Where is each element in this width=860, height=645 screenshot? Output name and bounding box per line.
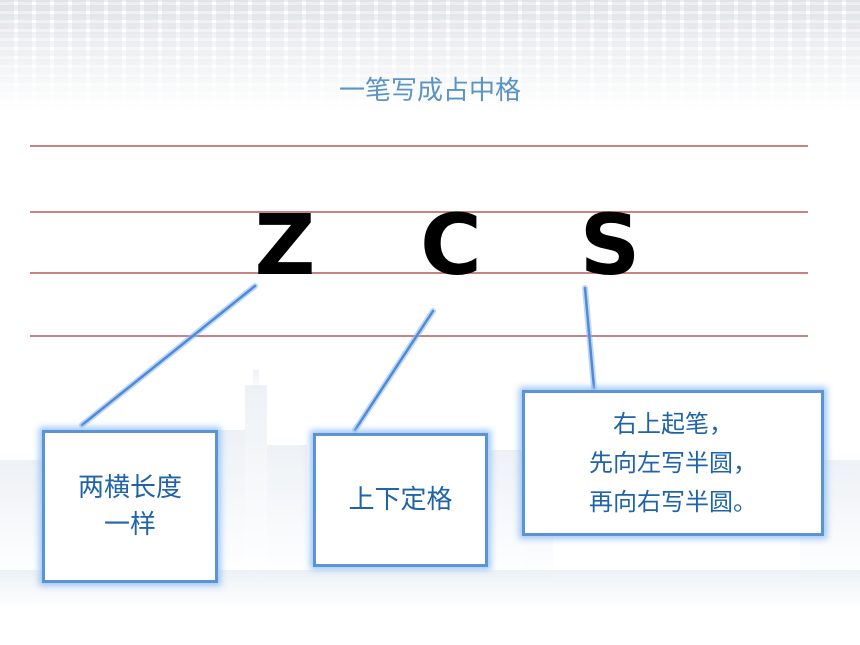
top-decorative-pattern <box>0 0 860 110</box>
callout-z-line-1: 两横长度 <box>77 472 182 503</box>
callout-s-line-1: 右上起笔， <box>613 409 733 438</box>
connector-z <box>80 284 257 427</box>
callout-z: 两横长度 一样 <box>42 430 218 583</box>
letter-s: S <box>579 196 641 294</box>
connector-c <box>353 309 435 432</box>
slide-title: 一笔写成占中格 <box>338 76 521 106</box>
callout-s-line-2: 先向左写半圆， <box>589 448 757 477</box>
callout-z-line-2: 一样 <box>103 509 156 540</box>
callout-s-line-3: 再向右写半圆。 <box>589 487 757 516</box>
letter-c: C <box>420 196 482 294</box>
callout-c: 上下定格 <box>313 433 488 567</box>
callout-s: 右上起笔， 先向左写半圆， 再向右写半圆。 <box>522 390 824 536</box>
letter-z: Z <box>254 196 316 294</box>
connector-s <box>583 286 596 390</box>
callout-c-line-1: 上下定格 <box>348 484 453 515</box>
